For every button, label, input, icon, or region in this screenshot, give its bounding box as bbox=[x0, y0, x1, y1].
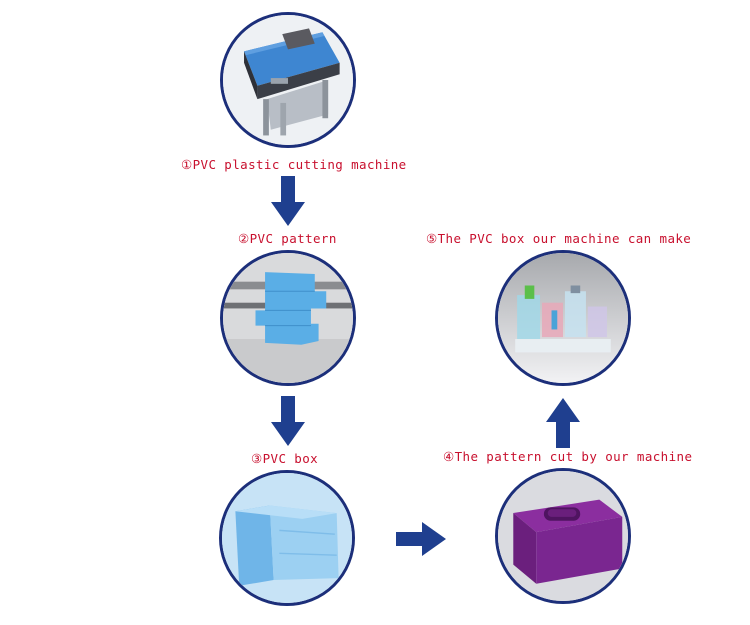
pvc-box-photo bbox=[219, 470, 355, 606]
step-2-label: ②PVC pattern bbox=[238, 231, 337, 246]
purple-box-photo bbox=[495, 468, 631, 604]
pvc-products-photo bbox=[495, 250, 631, 386]
arrow-right-icon bbox=[396, 522, 446, 556]
arrow-down-icon bbox=[271, 176, 305, 226]
arrow-up-icon bbox=[546, 398, 580, 448]
step-1-label: ①PVC plastic cutting machine bbox=[181, 157, 407, 172]
cutting-machine-photo bbox=[220, 12, 356, 148]
step-4-label: ④The pattern cut by our machine bbox=[443, 449, 693, 464]
arrow-down-icon bbox=[271, 396, 305, 446]
pvc-pattern-photo bbox=[220, 250, 356, 386]
step-3-label: ③PVC box bbox=[251, 451, 319, 466]
step-5-label: ⑤The PVC box our machine can make bbox=[426, 231, 692, 246]
